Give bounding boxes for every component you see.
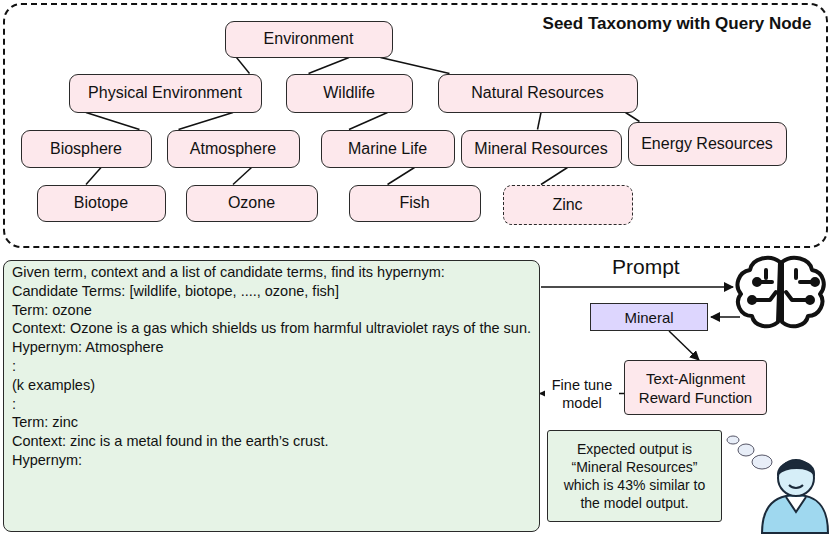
tree-link bbox=[538, 113, 542, 130]
prompt-line: Hypernym: bbox=[12, 451, 531, 470]
taxonomy-node: Energy Resources bbox=[628, 122, 787, 166]
tree-link bbox=[541, 168, 568, 185]
person-icon bbox=[762, 460, 828, 533]
tree-link bbox=[309, 58, 350, 74]
node-label: Biosphere bbox=[50, 140, 122, 158]
tree-link bbox=[86, 113, 140, 130]
taxonomy-node: Wildlife bbox=[286, 74, 413, 113]
prompt-line: (k examples) bbox=[12, 376, 531, 395]
node-label: Text-Alignment Reward Function bbox=[631, 369, 760, 407]
taxonomy-node: Atmosphere bbox=[167, 130, 300, 168]
node-label: Environment bbox=[264, 30, 354, 48]
node-label: Natural Resources bbox=[471, 84, 604, 102]
prompt-line: Term: ozone bbox=[12, 301, 531, 320]
prompt-line: Hypernym: Atmosphere bbox=[12, 338, 531, 357]
node-label: Marine Life bbox=[348, 140, 427, 158]
tree-link bbox=[381, 58, 450, 74]
node-label: Wildlife bbox=[323, 84, 375, 102]
taxonomy-node: Natural Resources bbox=[438, 74, 638, 113]
thought-bubbles bbox=[727, 436, 772, 469]
prompt-line: Candidate Terms: [wildlife, biotope, ...… bbox=[12, 282, 531, 301]
flow-arrow bbox=[669, 331, 699, 360]
prompt-line: : bbox=[12, 357, 531, 376]
tree-link bbox=[349, 113, 388, 130]
node-label: Mineral Resources bbox=[474, 140, 607, 158]
model-output-box: Mineral bbox=[590, 303, 708, 331]
prompt-line: Term: zinc bbox=[12, 413, 531, 432]
prompt-line: Given term, context and a list of candid… bbox=[12, 263, 531, 282]
panel-title: Seed Taxonomy with Query Node bbox=[537, 13, 817, 34]
taxonomy-node: Fish bbox=[349, 185, 481, 222]
node-label: Fish bbox=[399, 194, 429, 212]
flow-label: Prompt bbox=[612, 255, 680, 279]
tree-link bbox=[233, 168, 252, 185]
taxonomy-node: Biotope bbox=[37, 185, 166, 222]
edge-label: Fine tune model bbox=[545, 376, 619, 412]
node-label: Physical Environment bbox=[88, 84, 242, 102]
tree-link bbox=[237, 58, 250, 74]
tree-link bbox=[86, 168, 101, 185]
brain-icon bbox=[738, 258, 824, 326]
taxonomy-node: Physical Environment bbox=[69, 74, 262, 113]
prompt-line: Context: zinc is a metal found in the ea… bbox=[12, 432, 531, 451]
query-node: Zinc bbox=[503, 185, 633, 225]
prompt-arrow bbox=[541, 286, 733, 288]
taxonomy-node: Environment bbox=[225, 21, 393, 58]
prompt-box: Given term, context and a list of candid… bbox=[3, 260, 540, 532]
node-label: Mineral bbox=[624, 309, 673, 326]
prompt-line: : bbox=[12, 395, 531, 414]
node-label: Energy Resources bbox=[641, 135, 773, 153]
prompt-line: Context: Ozone is a gas which shields us… bbox=[12, 319, 531, 338]
reward-function-box: Text-Alignment Reward Function bbox=[624, 360, 767, 415]
output-arrow bbox=[711, 316, 740, 318]
node-label: Biotope bbox=[74, 194, 128, 212]
taxonomy-node: Marine Life bbox=[321, 130, 455, 168]
tree-link bbox=[179, 113, 234, 130]
node-label: Zinc bbox=[552, 196, 582, 214]
taxonomy-node: Biosphere bbox=[21, 130, 152, 168]
taxonomy-node: Ozone bbox=[186, 185, 318, 222]
node-label: Expected output is “Mineral Resources” w… bbox=[554, 440, 715, 512]
tree-link bbox=[388, 168, 415, 185]
taxonomy-node: Mineral Resources bbox=[461, 130, 622, 168]
tree-link bbox=[626, 113, 640, 122]
taxonomy-panel: Seed Taxonomy with Query NodeEnvironment… bbox=[3, 3, 828, 248]
node-label: Atmosphere bbox=[190, 140, 276, 158]
thought-box: Expected output is “Mineral Resources” w… bbox=[547, 430, 722, 522]
node-label: Ozone bbox=[228, 194, 275, 212]
